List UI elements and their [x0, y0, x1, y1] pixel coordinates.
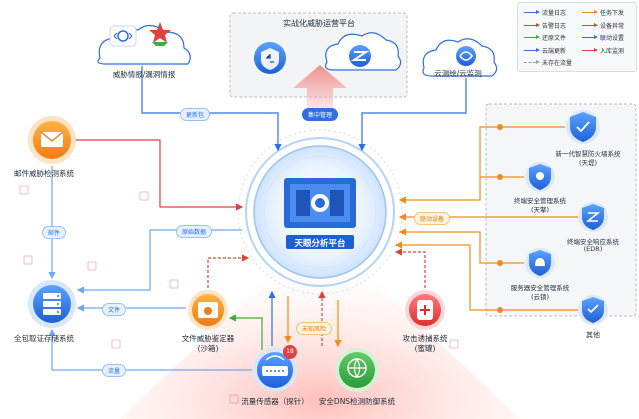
cloud-monitor-icon — [456, 46, 476, 66]
legend-line — [582, 12, 594, 13]
honeypot-alert-connector — [394, 248, 426, 288]
core-label-bg — [286, 235, 354, 249]
update-tag: 更新包 — [180, 108, 211, 121]
file-tag: 文件 — [102, 303, 127, 316]
linkage-tag: 联动设备 — [414, 212, 451, 225]
dns-label: 安全DNS检测防御系统 — [318, 397, 396, 406]
legend-arrow — [536, 60, 540, 64]
storage-system-icon — [28, 280, 76, 328]
platform-logo-icon — [349, 45, 371, 67]
firewall-label: 新一代智慧防火墙系统 — [555, 150, 621, 158]
platform-frame — [229, 12, 408, 98]
probe-label: 流量传感器（探针） — [241, 397, 309, 406]
firewall-connector — [398, 126, 565, 204]
connector-dot — [497, 174, 503, 180]
legend-item: 设备异常 — [600, 22, 625, 30]
legend-arrow — [536, 22, 540, 27]
core-ring-inner — [263, 155, 377, 269]
storage-system-label: 全包取证存储系统 — [14, 334, 74, 343]
legend-line — [524, 12, 536, 13]
edr-sub: (EDR) — [583, 245, 603, 253]
firewall-sub: (天堤) — [578, 159, 598, 167]
sandbox-label: 文件威胁鉴定器 — [181, 334, 235, 343]
core-server-icon — [284, 178, 356, 228]
flow-tag: 流量 — [102, 364, 127, 377]
server-mgmt-sub: (云锁) — [530, 293, 550, 301]
legend: 流量日志告警日志还原文件云端更新未存在流量 任务下发设备异常联动设置入库监测 — [517, 2, 637, 72]
endpoint-mgmt-sub: (天擎) — [530, 206, 550, 214]
raw-data-tag: 原始数据 — [176, 225, 213, 238]
honeypot-icon — [405, 290, 445, 330]
mail-system-icon — [28, 116, 76, 164]
legend-arrow — [536, 35, 540, 39]
mail-system-label: 邮件威胁检测系统 — [14, 169, 74, 178]
honeypot-label: 攻击诱捕系统 — [402, 334, 448, 343]
platform-shield-icon — [254, 42, 286, 74]
legend-item: 联动设置 — [600, 35, 625, 42]
server-mgmt-shield-icon — [525, 248, 555, 278]
cloud-monitor-label: 云测绘/云监测 — [434, 69, 482, 78]
legend-arrow — [594, 10, 598, 14]
legend-line — [524, 24, 536, 26]
dns-tag: 未知风险 — [296, 322, 333, 335]
cloud-monitor-connector — [358, 78, 467, 152]
legend-item: 云端更新 — [542, 47, 567, 55]
legend-item: 流量日志 — [542, 10, 567, 17]
legend-line — [524, 62, 536, 63]
mail-tag: 邮件 — [42, 226, 67, 239]
server-mgmt-label: 服务器安全管理系统 — [510, 284, 570, 292]
platform-title: 实战化威胁运营平台 — [283, 19, 355, 28]
other-shield-icon — [578, 295, 608, 325]
dns-icon — [335, 348, 379, 392]
intel-logo-icon — [109, 25, 137, 47]
legend-item: 任务下发 — [600, 10, 625, 17]
core-ring-outer — [237, 129, 403, 295]
legend-line — [524, 49, 536, 51]
legend-line — [582, 49, 594, 51]
central-tag: 集中管理 — [302, 108, 339, 121]
honeypot-sub: (蜜罐) — [414, 344, 436, 353]
legend-item: 未存在流量 — [542, 60, 573, 67]
intel-label: 威胁情报/漏洞情报 — [112, 70, 176, 79]
other-connector — [394, 241, 578, 311]
restore-file-connector — [228, 314, 263, 350]
legend-arrow — [594, 22, 598, 27]
legend-arrow — [536, 47, 540, 52]
sandbox-icon — [188, 290, 228, 330]
legend-item: 告警日志 — [542, 22, 567, 30]
legend-item: 还原文件 — [542, 35, 567, 42]
probe-alert-badge — [283, 345, 297, 359]
connector-dot — [497, 124, 503, 130]
raw-data-connector — [76, 229, 242, 294]
edr-label: 终端安全响应系统 — [567, 238, 619, 246]
sandbox-sub: (沙箱) — [197, 344, 219, 353]
endpoint-mgmt-label: 终端安全管理系统 — [514, 197, 566, 205]
firewall-shield-icon — [566, 110, 600, 144]
edr-shield-icon — [578, 202, 608, 232]
flow-connector — [48, 328, 252, 371]
legend-arrow — [594, 35, 598, 39]
legend-arrow — [594, 47, 598, 52]
connector-dot — [497, 260, 503, 266]
update-connector — [141, 66, 282, 152]
legend-line — [582, 24, 594, 26]
vulnerability-star-icon — [149, 22, 171, 46]
legend-line — [582, 37, 594, 38]
sandbox-alert-connector — [207, 254, 250, 288]
legend-line — [524, 37, 536, 38]
probe-badge-count: 18 — [286, 348, 294, 355]
mail-alert-connector — [76, 139, 244, 211]
core-ring-mid — [245, 137, 395, 287]
endpoint-mgmt-shield-icon — [525, 162, 555, 192]
escalation-arrow — [293, 65, 347, 118]
probe-icon — [253, 348, 297, 392]
other-label: 其他 — [586, 331, 600, 339]
background-decor — [19, 185, 459, 404]
core-label: 天眼分析平台 — [294, 239, 346, 249]
legend-item: 入库监测 — [600, 47, 625, 55]
legend-arrow — [536, 10, 540, 14]
connector-dot — [497, 307, 503, 313]
